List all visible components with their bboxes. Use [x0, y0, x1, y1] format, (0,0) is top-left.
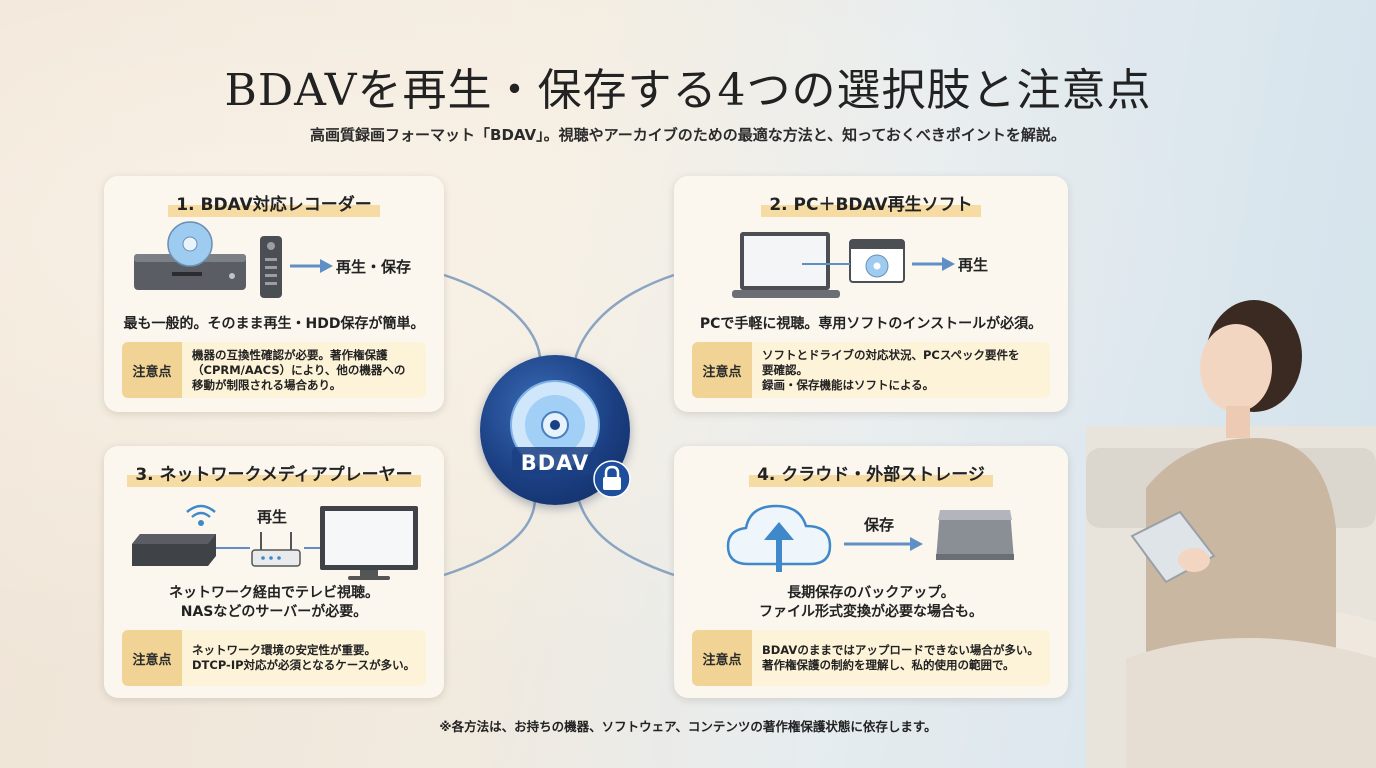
action-label: 再生: [958, 256, 989, 274]
caution-label: 注意点: [122, 342, 182, 398]
wifi-icon: [186, 504, 216, 526]
page-title: BDAVを再生・保存する4つの選択肢と注意点: [224, 65, 1152, 116]
external-drive-icon: [936, 510, 1014, 560]
media-player-box-icon: [132, 534, 216, 566]
cloud-upload-icon: [726, 504, 832, 572]
action-label: 保存: [864, 516, 895, 534]
connection-line: [802, 263, 850, 265]
caution-text: ソフトとドライブの対応状況、PCスペック要件を 要確認。 録画・保存機能はソフト…: [762, 347, 1020, 392]
woman-with-tablet-illustration: [1086, 300, 1376, 768]
card-description: PCで手軽に視聴。専用ソフトのインストールが必須。: [699, 316, 1043, 332]
card-pc-software: 2. PC＋BDAV再生ソフト 再生 PCで手軽に視聴。専用ソフトのインストール…: [674, 176, 1068, 412]
caution-box: 注意点 機器の互換性確認が必要。著作権保護 （CPRM/AACS）により、他の機…: [122, 342, 426, 398]
lock-icon: [593, 460, 631, 498]
page-subtitle: 高画質録画フォーマット「BDAV」。視聴やアーカイブのための最適な方法と、知って…: [310, 126, 1066, 144]
action-label: 再生・保存: [336, 258, 412, 276]
caution-label: 注意点: [122, 630, 182, 686]
hub-label: BDAV: [520, 451, 590, 475]
card-network-player: 3. ネットワークメディアプレーヤー 再生 ネットワーク経由でテレビ視聴。 NA…: [104, 446, 444, 698]
card-description: 長期保存のバックアップ。 ファイル形式変換が必要な場合も。: [759, 585, 983, 620]
arrow-right-icon: [290, 259, 333, 273]
card-description: ネットワーク経由でテレビ視聴。 NASなどのサーバーが必要。: [169, 585, 379, 620]
bdav-hub: BDAV: [480, 355, 631, 505]
card-title: 1. BDAV対応レコーダー: [168, 190, 380, 217]
card-recorder: 1. BDAV対応レコーダー 再生・保存 最も一般的。そのまま再生・HDD保存が…: [104, 176, 444, 412]
card-description: 最も一般的。そのまま再生・HDD保存が簡単。: [123, 316, 425, 332]
card-cloud-storage: 4. クラウド・外部ストレージ 保存 長期保存のバックアップ。 ファイル形式変換…: [674, 446, 1068, 698]
laptop-icon: [732, 232, 840, 298]
caution-text: ネットワーク環境の安定性が重要。 DTCP-IP対応が必須となるケースが多い。: [192, 643, 416, 672]
bluray-recorder-icon: [134, 221, 246, 290]
arrow-right-icon: [912, 257, 955, 271]
caution-label: 注意点: [692, 630, 752, 686]
arrow-right-icon: [844, 537, 923, 551]
card-title: 2. PC＋BDAV再生ソフト: [761, 190, 981, 217]
software-window-icon: [849, 239, 905, 283]
footer-note: ※各方法は、お持ちの機器、ソフトウェア、コンテンツの著作権保護状態に依存します。: [439, 719, 937, 734]
caution-text: BDAVのままではアップロードできない場合が多い。 著作権保護の制約を理解し、私…: [762, 643, 1039, 672]
disc-icon: [510, 380, 600, 475]
caution-label: 注意点: [692, 342, 752, 398]
action-label: 再生: [257, 508, 288, 526]
caution-box: 注意点 ソフトとドライブの対応状況、PCスペック要件を 要確認。 録画・保存機能…: [692, 342, 1050, 398]
caution-box: 注意点 ネットワーク環境の安定性が重要。 DTCP-IP対応が必須となるケースが…: [122, 630, 426, 686]
card-title: 4. クラウド・外部ストレージ: [749, 460, 993, 487]
caution-box: 注意点 BDAVのままではアップロードできない場合が多い。 著作権保護の制約を理…: [692, 630, 1050, 686]
card-title: 3. ネットワークメディアプレーヤー: [127, 460, 421, 487]
router-icon: [251, 532, 301, 567]
tv-icon: [320, 506, 418, 580]
remote-control-icon: [260, 236, 282, 298]
caution-text: 機器の互換性確認が必要。著作権保護 （CPRM/AACS）により、他の機器への …: [192, 347, 406, 392]
